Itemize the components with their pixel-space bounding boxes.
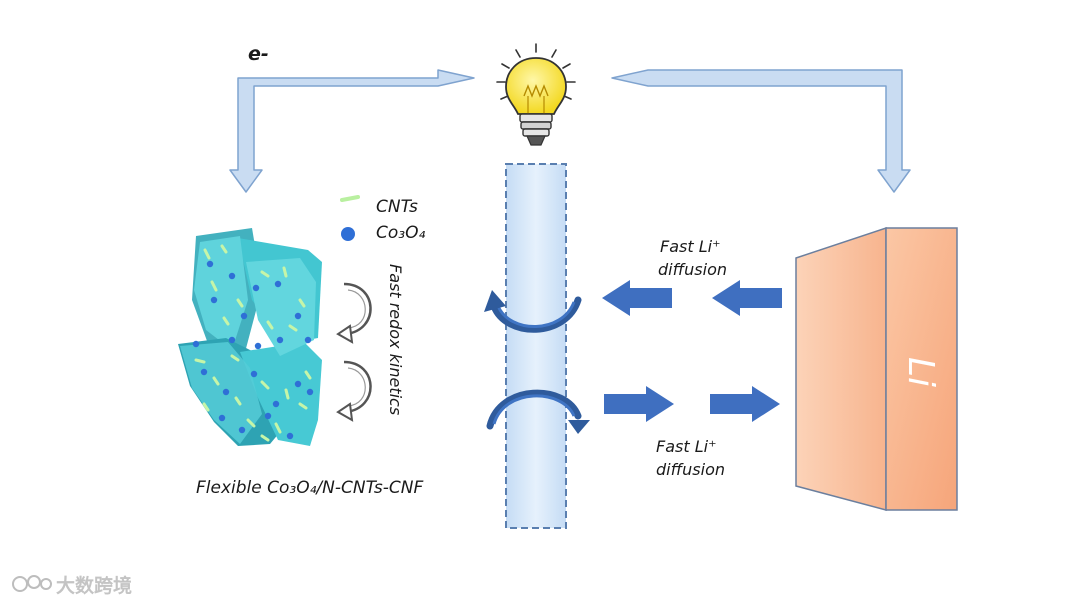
co3o4-particle — [286, 432, 294, 440]
electron-label: e- — [248, 43, 269, 65]
co3o4-particle — [238, 426, 246, 434]
bottom-diffusion-label-line2: diffusion — [656, 460, 725, 479]
redox-kinetics-label: Fast redox kinetics — [386, 264, 405, 415]
top-diffusion-label-line2: diffusion — [658, 260, 727, 279]
electron-flow-arrow-left — [229, 69, 475, 193]
watermark-text: 大数跨境 — [56, 574, 132, 597]
cathode-caption: Flexible Co₃O₄/N-CNTs-CNF — [196, 478, 424, 498]
cnt-strand — [212, 376, 220, 386]
cnt-strand — [266, 320, 274, 330]
cnt-legend-swatch — [340, 195, 360, 202]
legend: CNTs Co₃O₄ — [340, 195, 425, 243]
cnt-strand — [274, 422, 282, 434]
cnt-strand — [284, 388, 290, 400]
diffusion-arrows-top — [602, 280, 782, 316]
cnt-strand — [236, 298, 244, 308]
light-bulb-icon — [496, 43, 576, 146]
cnt-strand — [202, 402, 210, 412]
cnt-strand — [194, 358, 206, 364]
co3o4-particle — [218, 414, 226, 422]
diffusion-arrows-bottom — [604, 386, 780, 422]
cnt-strand — [298, 402, 308, 410]
co3o4-particle — [228, 336, 236, 344]
co3o4-particle — [264, 412, 272, 420]
co3o4-particle — [206, 260, 214, 268]
rotate-arrow-icon — [336, 282, 372, 344]
legend-cnts-label: CNTs — [376, 197, 418, 217]
co3o4-legend-swatch — [341, 227, 355, 241]
co3o4-particle — [210, 296, 218, 304]
co3o4-particle — [304, 336, 312, 344]
co3o4-particle — [228, 272, 236, 280]
watermark-logo-icon — [12, 575, 52, 592]
co3o4-particles — [192, 260, 314, 440]
co3o4-particle — [274, 280, 282, 288]
cnt-strand — [298, 298, 306, 308]
co3o4-particle — [200, 368, 208, 376]
rotate-arrow-icon — [336, 360, 372, 422]
cnt-strand — [282, 266, 288, 278]
li-anode-block: Li — [795, 226, 958, 511]
co3o4-particle — [252, 284, 260, 292]
electron-flow-arrow-right — [611, 69, 911, 193]
cnt-strand — [230, 354, 240, 362]
co3o4-particle — [240, 312, 248, 320]
cnt-strand — [210, 280, 218, 292]
co3o4-particle — [306, 388, 314, 396]
co3o4-particle — [254, 342, 262, 350]
cnt-strand — [222, 316, 230, 326]
cnt-strand — [260, 270, 270, 278]
curved-arrow-icon — [484, 290, 582, 333]
co3o4-particle — [222, 388, 230, 396]
separator — [484, 163, 590, 529]
co3o4-particle — [272, 400, 280, 408]
cnt-strand — [260, 434, 270, 442]
curved-arrow-icon — [486, 389, 590, 434]
co3o4-particle — [250, 370, 258, 378]
cnt-strand — [234, 396, 242, 406]
cnt-strand — [304, 370, 312, 380]
co3o4-particle — [192, 340, 200, 348]
co3o4-particle — [294, 312, 302, 320]
cnt-strand — [260, 380, 270, 390]
bottom-diffusion-label-line1: Fast Li⁺ — [656, 437, 717, 456]
top-diffusion-label-line1: Fast Li⁺ — [660, 237, 721, 256]
co3o4-particle — [294, 380, 302, 388]
cnt-strand — [288, 324, 298, 332]
cathode-material — [178, 228, 322, 446]
cnt-strand — [203, 248, 211, 260]
cnt-strands — [194, 244, 312, 442]
cnt-strand — [220, 244, 228, 254]
co3o4-particle — [276, 336, 284, 344]
watermark: 大数跨境 — [12, 574, 132, 597]
cnt-strand — [246, 418, 256, 428]
legend-co3o4-label: Co₃O₄ — [376, 223, 425, 243]
li-label: Li — [900, 357, 941, 387]
